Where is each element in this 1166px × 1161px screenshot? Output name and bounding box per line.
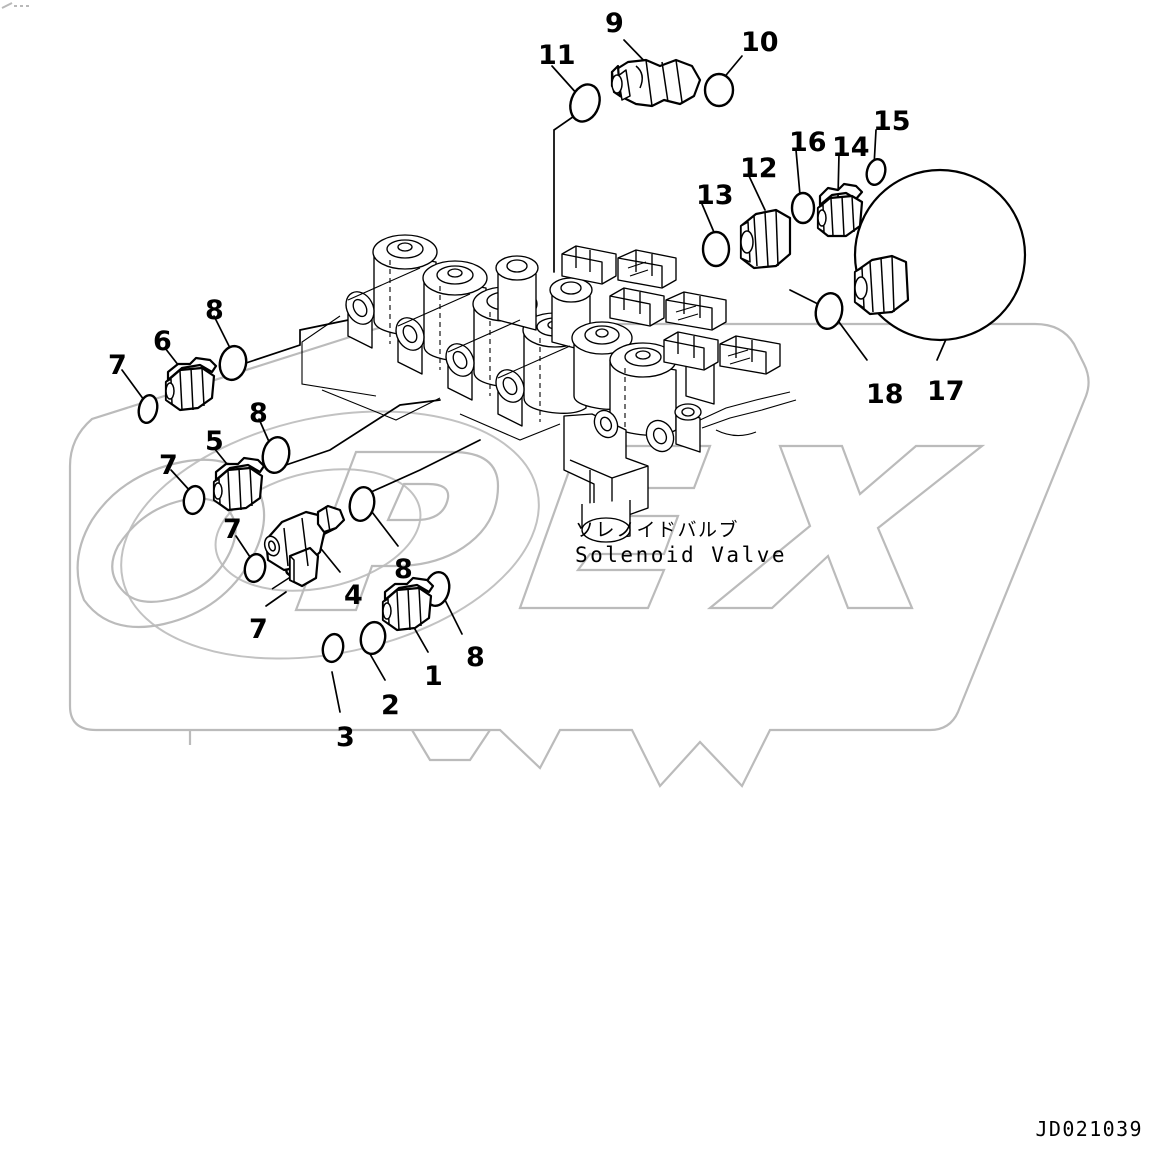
part-17-accumulator bbox=[853, 168, 1027, 342]
callout-2: 2 bbox=[381, 690, 400, 721]
solenoid-valve-block bbox=[301, 234, 797, 543]
corner-mark-icon bbox=[1, 2, 30, 9]
callout-6: 6 bbox=[153, 326, 172, 357]
callout-8c: 8 bbox=[394, 554, 413, 585]
callout-14: 14 bbox=[832, 132, 870, 163]
part-12-hex-plug bbox=[739, 208, 792, 270]
part-9-elbow-fitting bbox=[610, 58, 702, 108]
callout-3: 3 bbox=[336, 722, 355, 753]
callout-7d: 7 bbox=[249, 614, 268, 645]
callout-8b: 8 bbox=[249, 398, 268, 429]
callout-1: 1 bbox=[424, 661, 443, 692]
assembly-caption: ソレノイドバルブ Solenoid Valve bbox=[575, 518, 787, 569]
callout-4: 4 bbox=[344, 580, 363, 611]
part-14-straight-fitting bbox=[816, 182, 864, 238]
callout-5: 5 bbox=[205, 426, 224, 457]
callout-8d: 8 bbox=[466, 642, 485, 673]
callout-12: 12 bbox=[740, 153, 778, 184]
callout-17: 17 bbox=[927, 376, 965, 407]
callout-8a: 8 bbox=[205, 295, 224, 326]
caption-english: Solenoid Valve bbox=[575, 543, 788, 568]
o-ring-group bbox=[137, 72, 887, 664]
part-1-connector bbox=[381, 576, 435, 632]
part-6-connector bbox=[164, 356, 218, 412]
drawing-number: JD021039 bbox=[1035, 1117, 1143, 1141]
callout-9: 9 bbox=[605, 8, 624, 39]
callout-18: 18 bbox=[866, 379, 904, 410]
callout-7c: 7 bbox=[223, 514, 242, 545]
part-4-tee-valve bbox=[263, 504, 346, 588]
callout-15: 15 bbox=[873, 106, 911, 137]
callout-10: 10 bbox=[741, 27, 779, 58]
callout-7b: 7 bbox=[159, 450, 178, 481]
part-5-connector bbox=[212, 456, 266, 512]
caption-japanese: ソレノイドバルブ bbox=[575, 519, 740, 541]
callout-11: 11 bbox=[538, 40, 576, 71]
callout-7a: 7 bbox=[108, 350, 127, 381]
callout-16: 16 bbox=[789, 127, 827, 158]
callout-13: 13 bbox=[696, 180, 734, 211]
